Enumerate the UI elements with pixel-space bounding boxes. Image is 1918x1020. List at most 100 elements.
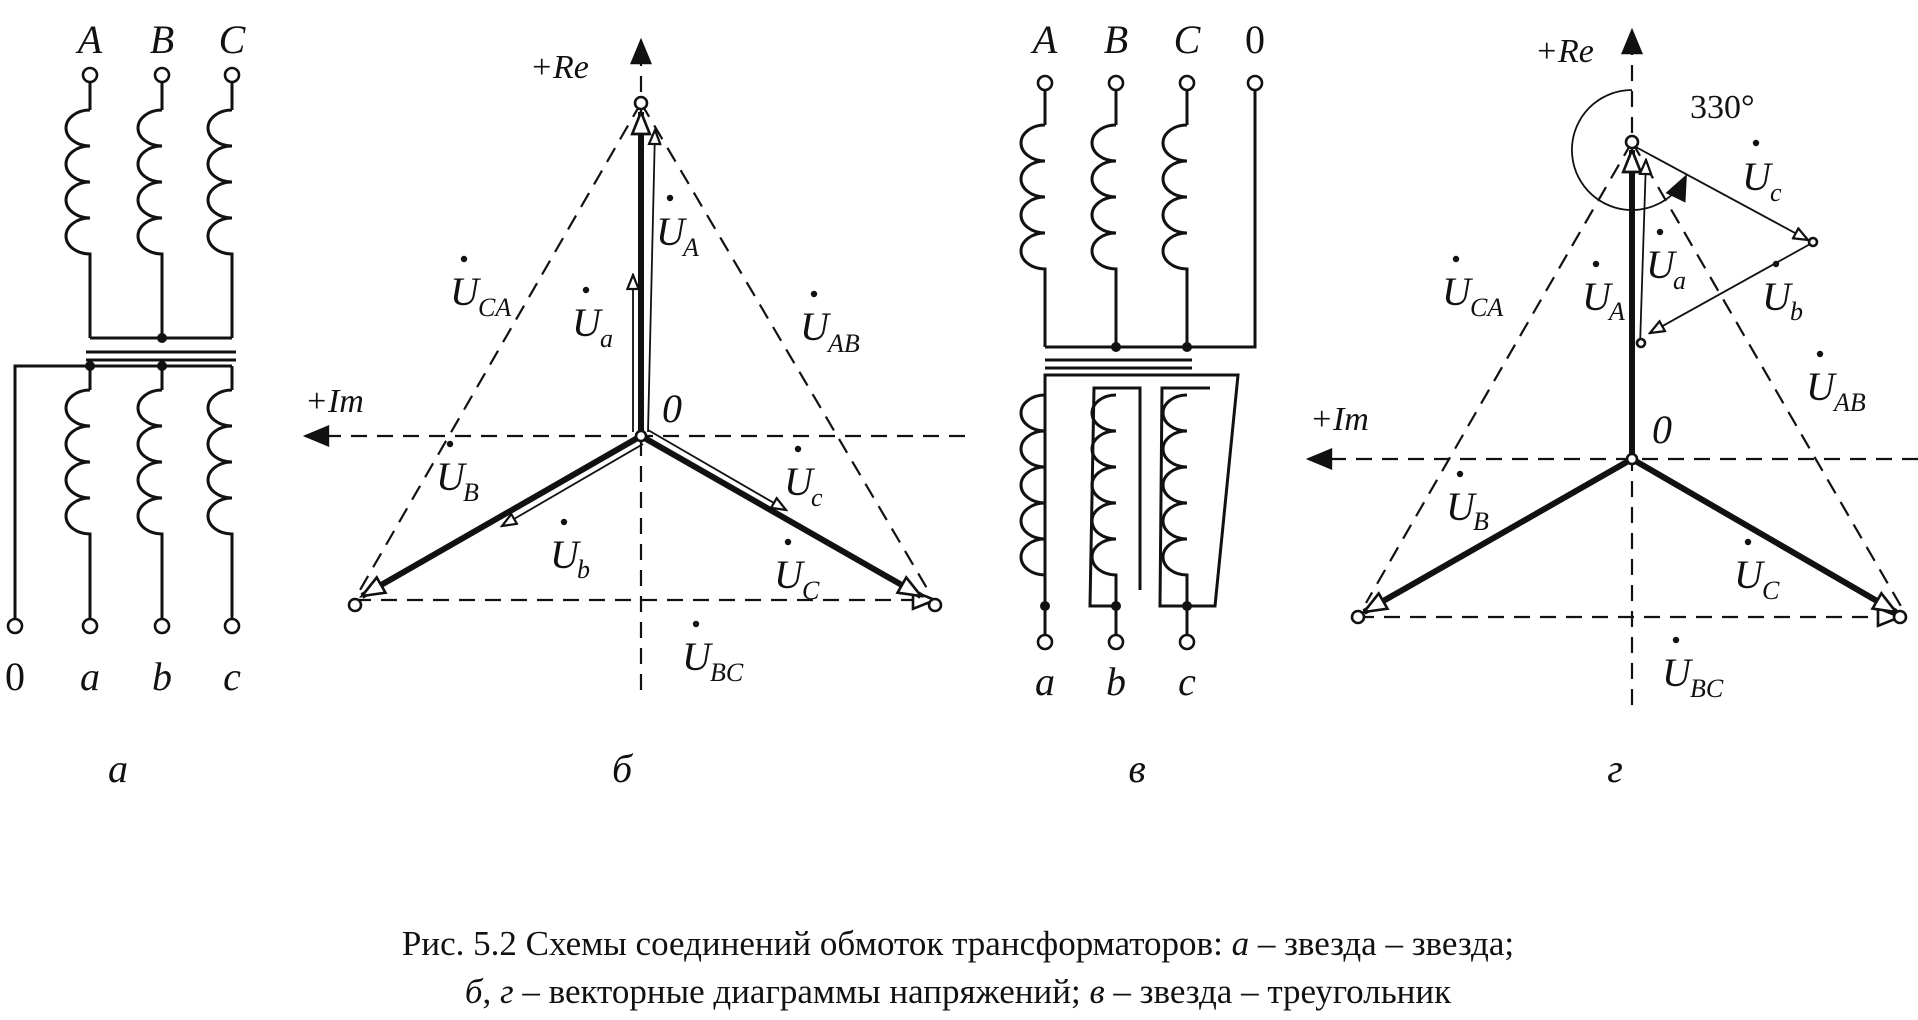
winding-A: [1019, 90, 1047, 347]
terminal-label-A: A: [75, 17, 103, 62]
svg-text:C: C: [802, 576, 820, 605]
terminal-label-b: b: [1106, 659, 1126, 704]
panel-b-phase-voltages-secondary: [502, 130, 786, 526]
terminal-label-B: B: [150, 17, 174, 62]
terminal-b: [153, 617, 171, 635]
svg-text:U: U: [1734, 552, 1766, 597]
vector-UCA-line: [359, 102, 642, 591]
delta-link-outer: [1043, 373, 1240, 608]
svg-text:U: U: [1662, 650, 1694, 695]
svg-text:CA: CA: [1470, 293, 1503, 322]
panel-b-vector-labels: U A U a U AB U CA U B: [436, 194, 860, 687]
svg-text:U: U: [800, 304, 832, 349]
svg-text:U: U: [1582, 274, 1614, 319]
terminal-0: [1246, 74, 1264, 92]
vertex-A: [1624, 134, 1640, 150]
svg-text:A: A: [1607, 297, 1625, 326]
panel-a-secondary-windings: [13, 361, 234, 618]
panel-a-primary-windings: [64, 82, 234, 343]
label-UC: U C: [1734, 538, 1780, 605]
im-axis-label: +Im: [1310, 401, 1369, 438]
svg-text:U: U: [656, 209, 688, 254]
panel-g-angle-arc: 330°: [1571, 89, 1755, 211]
terminal-label-B: B: [1104, 17, 1128, 62]
winding-c: [206, 366, 234, 618]
terminal-c: [223, 617, 241, 635]
svg-text:a: a: [600, 324, 613, 353]
panel-g-vector-labels: U c U a U A U b U CA: [1442, 139, 1866, 703]
delta-link-b: [1088, 386, 1142, 608]
label-UAB: U AB: [1806, 350, 1866, 417]
vertex-A: [633, 95, 649, 111]
vertex-origin: [1625, 452, 1639, 466]
svg-text:U: U: [572, 300, 604, 345]
re-axis-label: +Re: [530, 49, 589, 86]
vertex-origin: [634, 429, 648, 443]
panel-a-bottom-terminals: 0 a b c: [5, 617, 241, 699]
terminal-label-a: a: [1035, 659, 1055, 704]
vector-UC: [639, 433, 925, 599]
terminal-label-c: c: [223, 654, 241, 699]
terminal-A: [1036, 74, 1054, 92]
winding-B: [1090, 90, 1118, 347]
terminal-label-A: A: [1030, 17, 1058, 62]
vector-Ua-tip: [647, 130, 655, 433]
vector-Uc: [1633, 145, 1808, 240]
terminal-label-0: 0: [1245, 17, 1265, 62]
panel-a-star-star-schematic: A B C: [5, 17, 247, 791]
panel-label-g: г: [1607, 746, 1623, 791]
vector-Ub: [502, 443, 644, 526]
label-UB: U B: [436, 440, 479, 507]
primary-neutral-node-c: [1182, 342, 1192, 352]
svg-text:U: U: [1762, 274, 1794, 319]
terminal-c: [1178, 633, 1196, 651]
svg-text:c: c: [811, 483, 823, 512]
delta-link-c: [1158, 386, 1210, 608]
panel-g-vector-diagram: +Re +Im 0 330°: [1305, 27, 1918, 791]
panel-v-star-delta-schematic: A B C 0: [1019, 17, 1265, 791]
winding-a: [1019, 393, 1046, 577]
figure-caption: Рис. 5.2 Схемы соединений обмоток трансф…: [402, 924, 1514, 1011]
svg-text:U: U: [1646, 242, 1678, 287]
vector-UB: [1360, 456, 1634, 615]
vector-Ua: [1640, 160, 1646, 347]
label-UAB: U AB: [800, 290, 860, 358]
terminal-B: [153, 66, 171, 84]
label-UA: U A: [1582, 260, 1625, 326]
vector-UAB-line: [1631, 141, 1903, 609]
svg-text:U: U: [1442, 269, 1474, 314]
svg-text:U: U: [1806, 364, 1838, 409]
panel-b-vertices: [347, 95, 943, 613]
svg-text:A: A: [681, 233, 699, 262]
svg-text:U: U: [450, 269, 482, 314]
re-axis-label: +Re: [1535, 33, 1594, 70]
svg-text:BC: BC: [710, 658, 744, 687]
panel-a-top-terminals: A B C: [75, 17, 247, 84]
origin-label: 0: [662, 386, 682, 431]
terminal-label-c: c: [1178, 659, 1196, 704]
terminal-a: [81, 617, 99, 635]
caption-line-2: б, г – векторные диаграммы напряжений; в…: [465, 972, 1452, 1011]
svg-text:b: b: [1790, 297, 1803, 326]
svg-text:U: U: [550, 532, 582, 577]
terminal-0: [6, 617, 24, 635]
panel-g-line-voltages: [1358, 141, 1904, 628]
svg-text:c: c: [1770, 178, 1782, 207]
panel-v-delta-windings: [1019, 373, 1240, 635]
panel-b-vector-diagram: +Re +Im 0 U A: [302, 37, 965, 791]
svg-text:CA: CA: [478, 293, 511, 322]
vector-UC: [1630, 456, 1900, 615]
winding-b: [1090, 393, 1118, 606]
panel-v-core: [1045, 358, 1192, 370]
vertex-B: [1350, 609, 1366, 625]
label-Ua: U a: [1646, 228, 1686, 295]
svg-text:U: U: [1742, 154, 1774, 199]
vector-UCA-line: [1365, 141, 1633, 604]
panel-label-a: а: [108, 746, 128, 791]
terminal-label-b: b: [152, 654, 172, 699]
label-UB: U B: [1446, 470, 1489, 536]
panel-v-top-terminals: A B C 0: [1030, 17, 1265, 92]
terminal-C: [1178, 74, 1196, 92]
svg-text:a: a: [1673, 266, 1686, 295]
winding-c: [1161, 393, 1189, 606]
